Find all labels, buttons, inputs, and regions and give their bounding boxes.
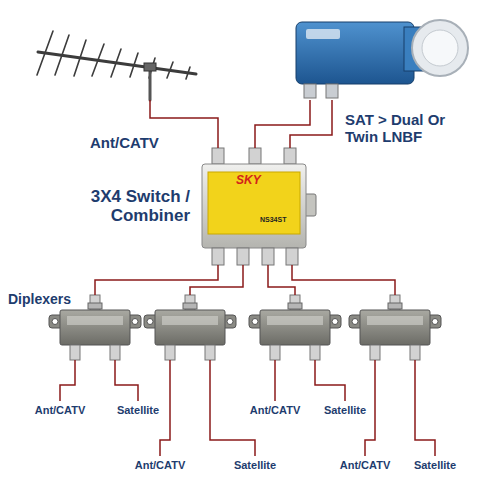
lnbf-cap [422,30,458,66]
switch [202,148,316,265]
port-label: Satellite [117,404,159,416]
antenna-element [74,40,86,76]
switch-node: SKY NS34ST [200,148,312,265]
cables [60,265,435,456]
cable [292,265,395,295]
antenna-element [186,67,190,79]
cable [190,265,243,295]
port-label: Satellite [324,404,366,416]
port-label: Ant/CATV [35,404,86,416]
lnbf [296,20,468,98]
cable [160,360,170,456]
cable [315,360,345,401]
output-port [286,248,298,265]
output-port [237,248,249,265]
input-port [212,148,224,164]
antenna [37,31,196,100]
input-port [249,148,261,164]
port-label: Ant/CATV [135,459,186,471]
lnbf-port [326,84,338,98]
port-label: Satellite [234,459,276,471]
device-label: SAT > Dual Or Twin LNBF [345,112,470,145]
diplexer [349,295,441,360]
port-label: Satellite [414,459,456,471]
cable-connector [290,100,332,148]
cable-connector [150,100,218,148]
lnbf-body [296,22,414,84]
cable [274,360,276,401]
output-port [262,248,274,265]
part-label: Diplexers [8,292,71,307]
port-label: Ant/CATV [250,404,301,416]
part-label: 3X4 Switch / Combiner [28,188,190,225]
model-number: NS34ST [260,216,286,224]
cable [365,360,375,456]
cable [95,265,218,295]
antenna-element [55,35,69,75]
lnbf-horn [412,20,468,76]
antenna-element [37,31,53,75]
cable [115,360,138,401]
lnbf-node: SAT > Dual Or Twin LNBF [294,18,470,100]
lnbf-badge [306,29,340,39]
port-label: Ant/CATV [340,459,391,471]
cable [210,360,255,456]
antenna-element [167,62,173,78]
cable-connector [255,100,310,148]
switch-label-plate [208,172,300,234]
antenna-node: Ant/CATV [30,25,205,100]
diplexer [249,295,341,360]
device-label: Ant/CATV [90,135,200,152]
antenna-element [111,49,121,77]
antenna-clamp [144,63,156,71]
cable [415,360,435,456]
antenna-mast [149,68,152,100]
diplexer [144,295,236,360]
lnbf-port [304,84,316,98]
brand-logo: SKY [236,174,261,187]
antenna-element [130,53,138,77]
switch-body [202,164,306,248]
antenna-element [92,44,104,76]
output-port [212,248,224,265]
input-port [284,148,296,164]
cable [268,265,295,295]
cable [60,360,75,401]
